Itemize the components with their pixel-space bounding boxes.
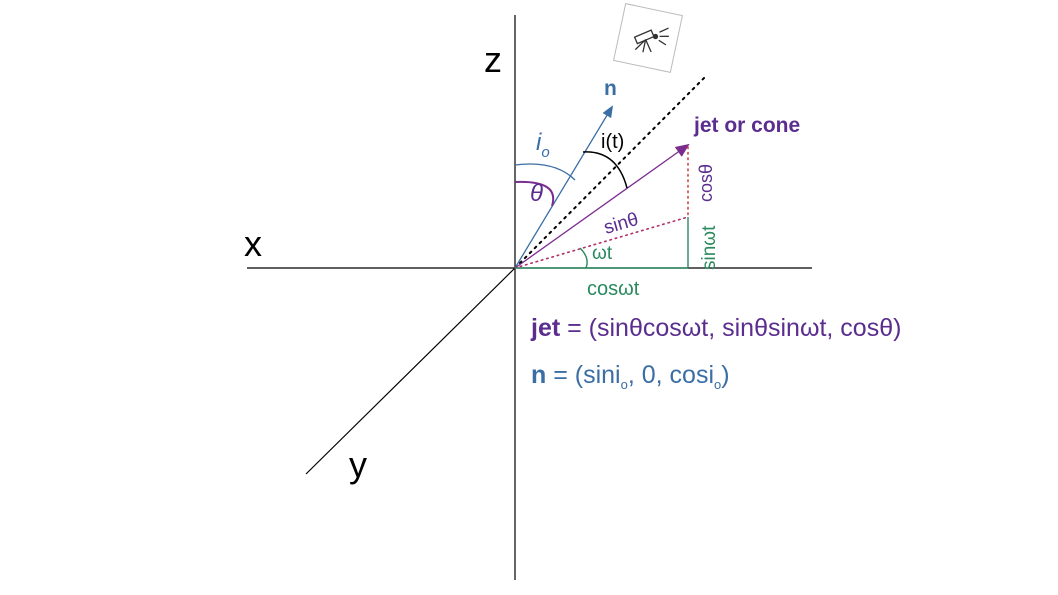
x-axis-label: x xyxy=(244,223,262,264)
n-vector-label: n xyxy=(604,77,617,100)
it-arc xyxy=(582,151,628,189)
n-equation-sub-1: o xyxy=(620,377,628,392)
jet-projection-line xyxy=(514,216,689,269)
omega-t-label: ωt xyxy=(592,243,613,264)
jet-vector-label: jet or cone xyxy=(693,114,800,137)
y-axis xyxy=(305,267,516,475)
n-equation-sub-2: o xyxy=(714,377,722,392)
n-equation-part-3: ) xyxy=(721,361,730,389)
n-equation-part-2: , 0, cosi xyxy=(627,361,715,389)
cos-omega-t-label: cosωt xyxy=(587,278,640,300)
jet-equation-name: jet xyxy=(531,314,561,342)
sin-theta-label: sinθ xyxy=(602,209,641,239)
theta-arc xyxy=(514,180,555,207)
omega-t-arc xyxy=(579,247,588,269)
cos-theta-label: cosθ xyxy=(696,164,716,202)
n-vector xyxy=(514,105,614,269)
i0-arc xyxy=(514,163,576,181)
line-of-sight xyxy=(514,74,708,269)
telescope-icon xyxy=(613,3,683,73)
y-axis-label: y xyxy=(349,444,367,485)
jet-equation: jet = (sinθcosωt, sinθsinωt, cosθ) xyxy=(531,314,901,343)
sin-omega-t-label: sinωt xyxy=(699,225,720,270)
n-equation-name: n xyxy=(531,361,547,389)
jet-equation-rhs: = (sinθcosωt, sinθsinωt, cosθ) xyxy=(560,314,902,342)
n-equation: n = (sinio, 0, cosio) xyxy=(531,361,730,392)
jet-vector xyxy=(514,143,690,269)
theta-label: θ xyxy=(530,180,543,207)
n-equation-part-1: = (sini xyxy=(546,361,621,389)
z-axis-label: z xyxy=(484,39,502,80)
i0-label: io xyxy=(536,129,550,161)
it-label: i(t) xyxy=(601,131,624,153)
